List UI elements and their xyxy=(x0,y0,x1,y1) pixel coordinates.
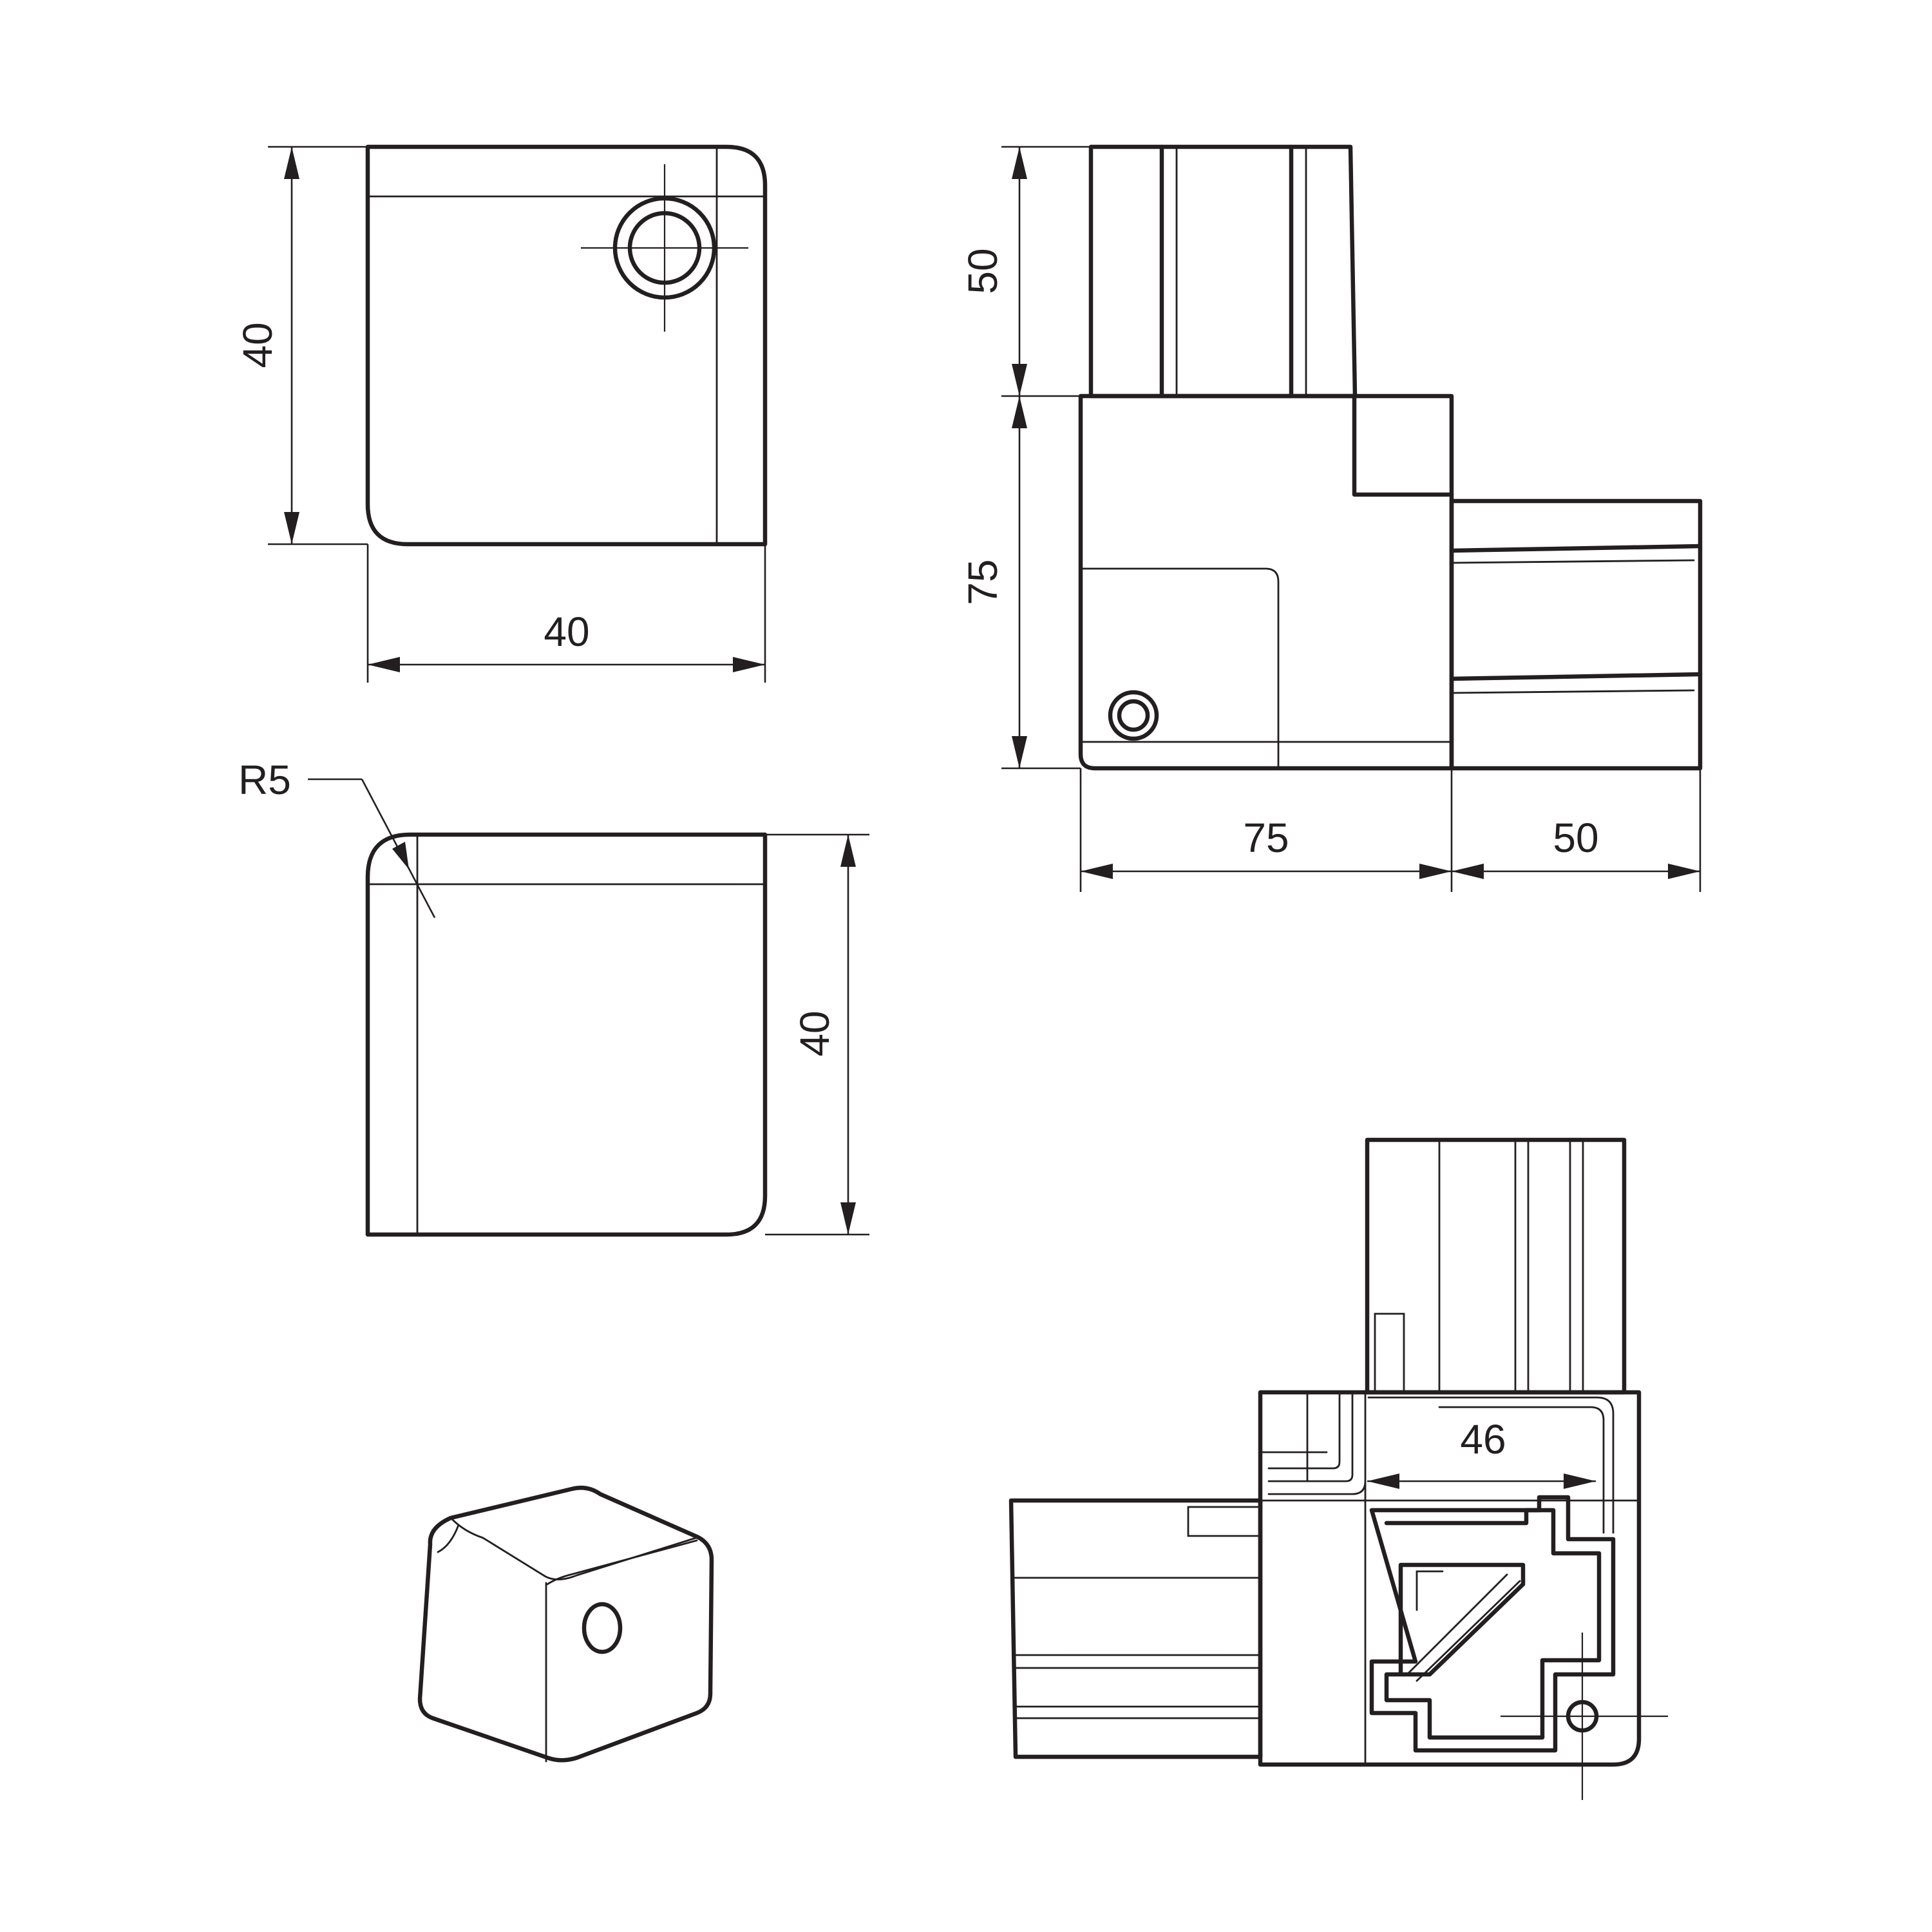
connector-inner-corner xyxy=(1267,1480,1367,1495)
top-view-body xyxy=(1078,393,1454,771)
right-leg-dimension xyxy=(1452,768,1701,892)
cap-outline xyxy=(417,1486,714,1763)
upper-leg-dimension xyxy=(1001,146,1091,397)
top-view: 50 75 75 50 xyxy=(960,144,1703,892)
body-height-label: 75 xyxy=(960,559,1006,605)
cap-hole-icon xyxy=(582,1602,623,1654)
top-view-inner-pocket xyxy=(1079,567,1280,770)
side-view-outline xyxy=(365,832,768,1237)
screw-hole-icon xyxy=(1108,690,1159,741)
front-view: 40 40 xyxy=(234,144,768,683)
side-view-height-label: 40 xyxy=(791,1010,838,1056)
side-view-radius-label: R5 xyxy=(238,757,291,803)
top-view-right-leg xyxy=(1449,498,1703,771)
connector-inner-corner xyxy=(1267,1391,1354,1482)
section-vertical-tube xyxy=(1365,1137,1627,1395)
section-connector-body xyxy=(1258,1390,1642,1767)
front-view-height-dimension xyxy=(268,146,368,545)
section-width-label: 46 xyxy=(1460,1416,1506,1463)
profile-cross-section xyxy=(1369,1495,1616,1753)
front-view-width-label: 40 xyxy=(544,609,589,655)
side-view-height-dimension xyxy=(765,833,869,1236)
body-height-dimension xyxy=(1001,396,1081,770)
right-leg-groove-line xyxy=(1449,672,1703,681)
side-view: R5 40 xyxy=(238,757,869,1237)
profile-inner-contour xyxy=(1384,1508,1602,1740)
tube-notch xyxy=(1374,1312,1405,1394)
front-view-height-label: 40 xyxy=(234,322,281,368)
body-width-label: 75 xyxy=(1243,815,1289,861)
cap-inner-edge-line xyxy=(437,1524,460,1553)
section-screw-hole-icon xyxy=(1501,1633,1668,1800)
connector-upper-rim xyxy=(1438,1406,1605,1534)
front-view-width-dimension xyxy=(366,544,766,683)
right-leg-label: 50 xyxy=(1553,815,1598,861)
section-view: 46 xyxy=(1009,1137,1668,1800)
cap-rounded-front-face xyxy=(546,1539,698,1586)
right-leg-groove-line xyxy=(1450,689,1695,694)
section-width-dimension xyxy=(1367,1473,1596,1489)
profile-diagonal-rib xyxy=(1406,1573,1508,1676)
isometric-view xyxy=(417,1486,714,1763)
profile-inner-step xyxy=(1416,1570,1444,1611)
cap-top-face-edge xyxy=(450,1517,699,1580)
mounting-hole-icon xyxy=(581,164,748,332)
top-view-upper-leg xyxy=(1088,144,1358,399)
right-leg-groove-line xyxy=(1450,559,1695,564)
top-view-corner-notch xyxy=(1352,393,1454,497)
radius-leader xyxy=(308,778,436,918)
upper-leg-label: 50 xyxy=(960,248,1006,294)
connector-inner-corner xyxy=(1267,1391,1341,1470)
profile-diagonal-rib xyxy=(1416,1580,1521,1682)
right-leg-groove-line xyxy=(1449,544,1703,553)
left-tube-notch xyxy=(1187,1506,1262,1537)
body-width-dimension xyxy=(1079,768,1453,892)
connector-upper-rim xyxy=(1367,1396,1615,1534)
front-view-outline xyxy=(365,144,768,547)
section-left-tube xyxy=(1009,1498,1263,1759)
